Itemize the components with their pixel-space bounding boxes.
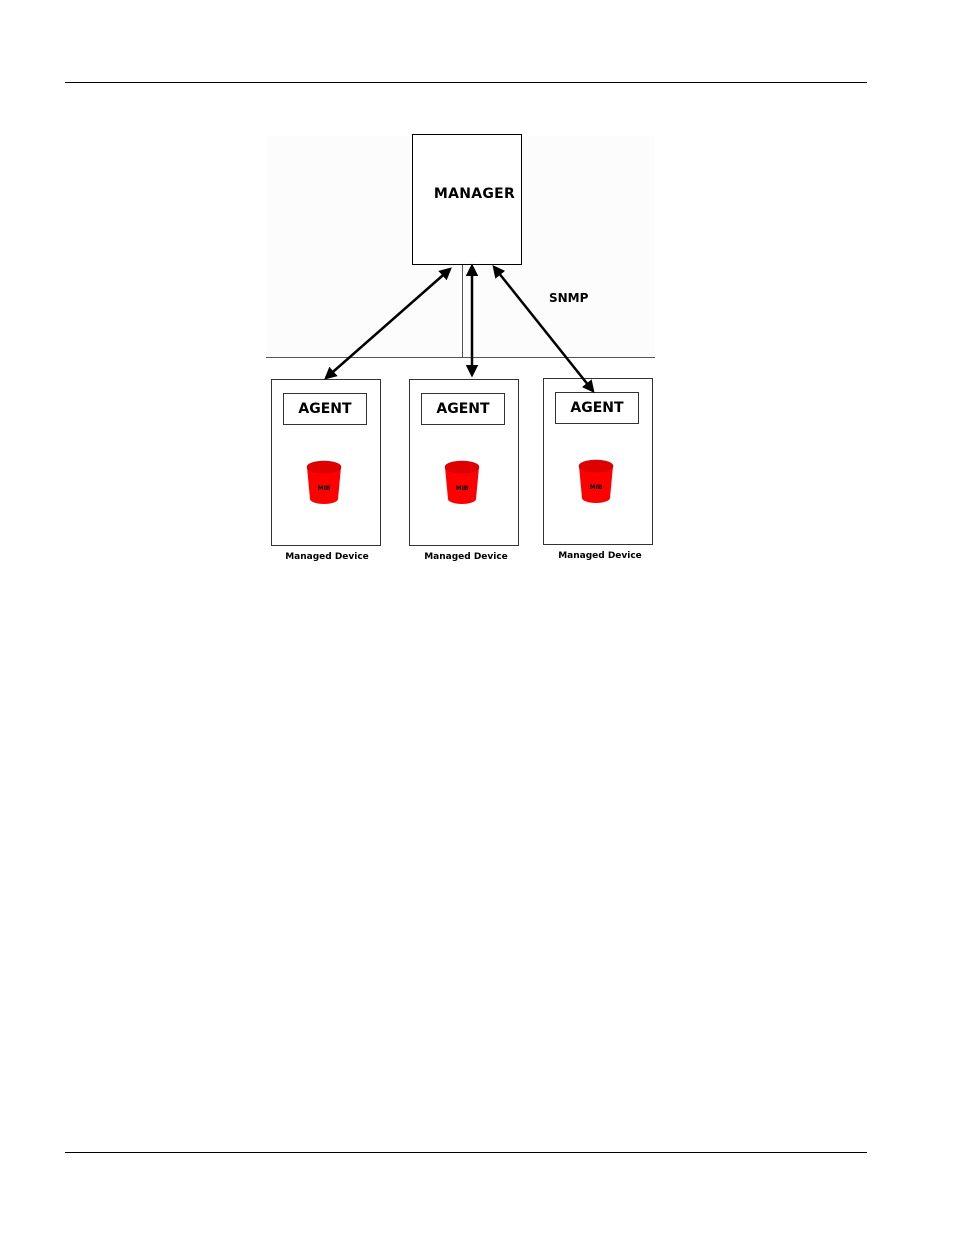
agent-box: AGENT [421,393,505,425]
database-cylinder-icon: MIB [305,459,343,507]
managed-device-2: AGENT MIB [409,379,519,546]
agent-label: AGENT [284,394,366,424]
manager-label: MANAGER [413,186,521,202]
manager-network-link [462,249,463,357]
snmp-label: SNMP [549,291,588,305]
manager-box: MANAGER [412,134,522,265]
database-cylinder-icon: MIB [577,458,615,506]
agent-box: AGENT [555,392,639,424]
managed-device-3: AGENT MIB [543,378,653,545]
header-rule [65,82,867,83]
mib-label: MIB [318,485,331,492]
mib-label: MIB [590,484,603,491]
device-caption-2: Managed Device [396,552,536,562]
footer-rule [65,1152,867,1153]
database-cylinder-icon: MIB [443,459,481,507]
device-caption-1: Managed Device [257,552,397,562]
agent-label: AGENT [422,394,504,424]
network-line [266,357,655,358]
managed-device-1: AGENT MIB [271,379,381,546]
agent-box: AGENT [283,393,367,425]
mib-label: MIB [456,485,469,492]
agent-label: AGENT [556,393,638,423]
device-caption-3: Managed Device [530,551,670,561]
